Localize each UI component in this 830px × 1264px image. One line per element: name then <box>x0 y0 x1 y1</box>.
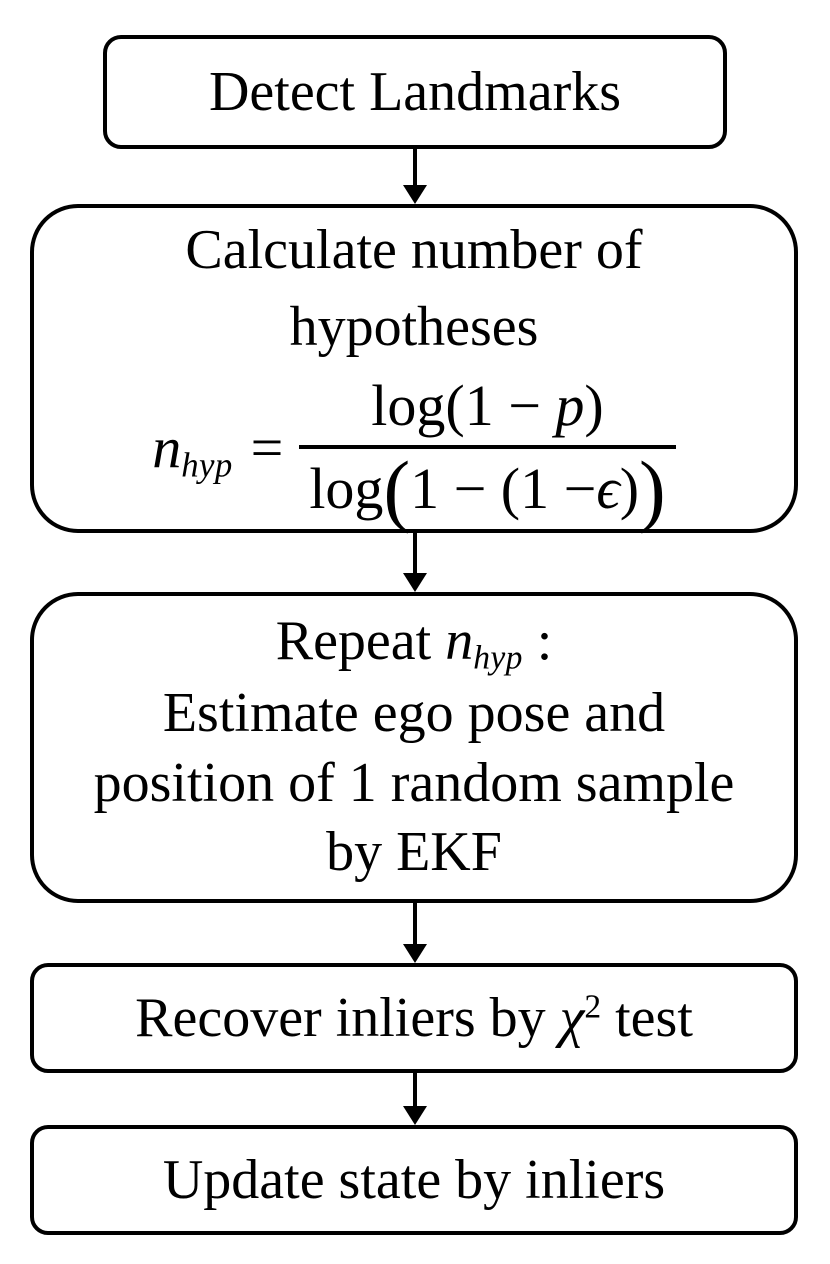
denominator-log: log <box>309 455 384 521</box>
denominator-big-close-paren: ) <box>639 446 666 535</box>
step-detect-landmarks: Detect Landmarks <box>103 35 727 149</box>
repeat-colon: : <box>536 610 553 673</box>
arrow-shaft <box>413 1073 417 1106</box>
arrow-down-2 <box>403 533 427 592</box>
numerator-log: log <box>371 373 446 439</box>
arrow-head-icon <box>403 185 427 204</box>
formula-equals: = <box>250 414 284 480</box>
step-recover-inliers: Recover inliers by χ2 test <box>30 963 798 1073</box>
formula-var-sub: hyp <box>181 445 233 485</box>
recover-prefix: Recover inliers by <box>135 987 560 1049</box>
formula-var-n: n <box>152 414 182 480</box>
arrow-down-3 <box>403 903 427 963</box>
repeat-var-n: n <box>445 610 474 673</box>
arrow-down-4 <box>403 1073 427 1125</box>
formula-numerator: log(1 − p) <box>357 373 617 445</box>
repeat-line-3: position of 1 random sample <box>93 751 735 814</box>
arrow-shaft <box>413 149 417 185</box>
arrow-head-icon <box>403 944 427 963</box>
denominator-inner-close-paren: ) <box>619 455 640 521</box>
arrow-down-1 <box>403 149 427 204</box>
recover-chi: χ <box>559 987 585 1049</box>
step-update-state: Update state by inliers <box>30 1125 798 1235</box>
numerator-var-p: p <box>555 373 585 439</box>
arrow-shaft <box>413 533 417 573</box>
numerator-body: (1 − <box>445 373 556 439</box>
arrow-head-icon <box>403 573 427 592</box>
update-state-label: Update state by inliers <box>162 1149 666 1211</box>
repeat-line-1: Repeat nhyp: <box>276 607 553 679</box>
repeat-line-4: by EKF <box>326 821 502 884</box>
recover-inliers-label: Recover inliers by χ2 test <box>135 983 693 1053</box>
hypotheses-formula: nhyp= log(1 − p) log(1 − (1 − ϵ)) <box>152 373 676 535</box>
denominator-body: 1 − (1 − <box>410 455 597 521</box>
recover-chi-exponent: 2 <box>584 988 602 1026</box>
repeat-var-sub: hyp <box>473 639 523 677</box>
step-repeat-ekf: Repeat nhyp: Estimate ego pose and posit… <box>30 592 798 903</box>
step-calculate-hypotheses: Calculate number of hypotheses nhyp = log… <box>30 204 798 533</box>
repeat-prefix: Repeat <box>275 610 446 673</box>
formula-fraction: log(1 − p) log(1 − (1 − ϵ)) <box>299 373 676 535</box>
numerator-close: ) <box>584 373 604 439</box>
repeat-line-2: Estimate ego pose and <box>162 682 666 745</box>
denominator-var-epsilon: ϵ <box>596 455 620 521</box>
formula-denominator: log(1 − (1 − ϵ)) <box>299 445 676 535</box>
step-detect-landmarks-label: Detect Landmarks <box>208 61 622 123</box>
denominator-big-open-paren: ( <box>383 446 411 535</box>
arrow-head-icon <box>403 1106 427 1125</box>
calculate-line-1: Calculate number of <box>185 218 643 281</box>
calculate-line-2: hypotheses <box>289 296 539 359</box>
formula-lhs: nhyp = <box>152 414 299 485</box>
arrow-shaft <box>413 903 417 944</box>
recover-suffix: test <box>601 987 693 1049</box>
